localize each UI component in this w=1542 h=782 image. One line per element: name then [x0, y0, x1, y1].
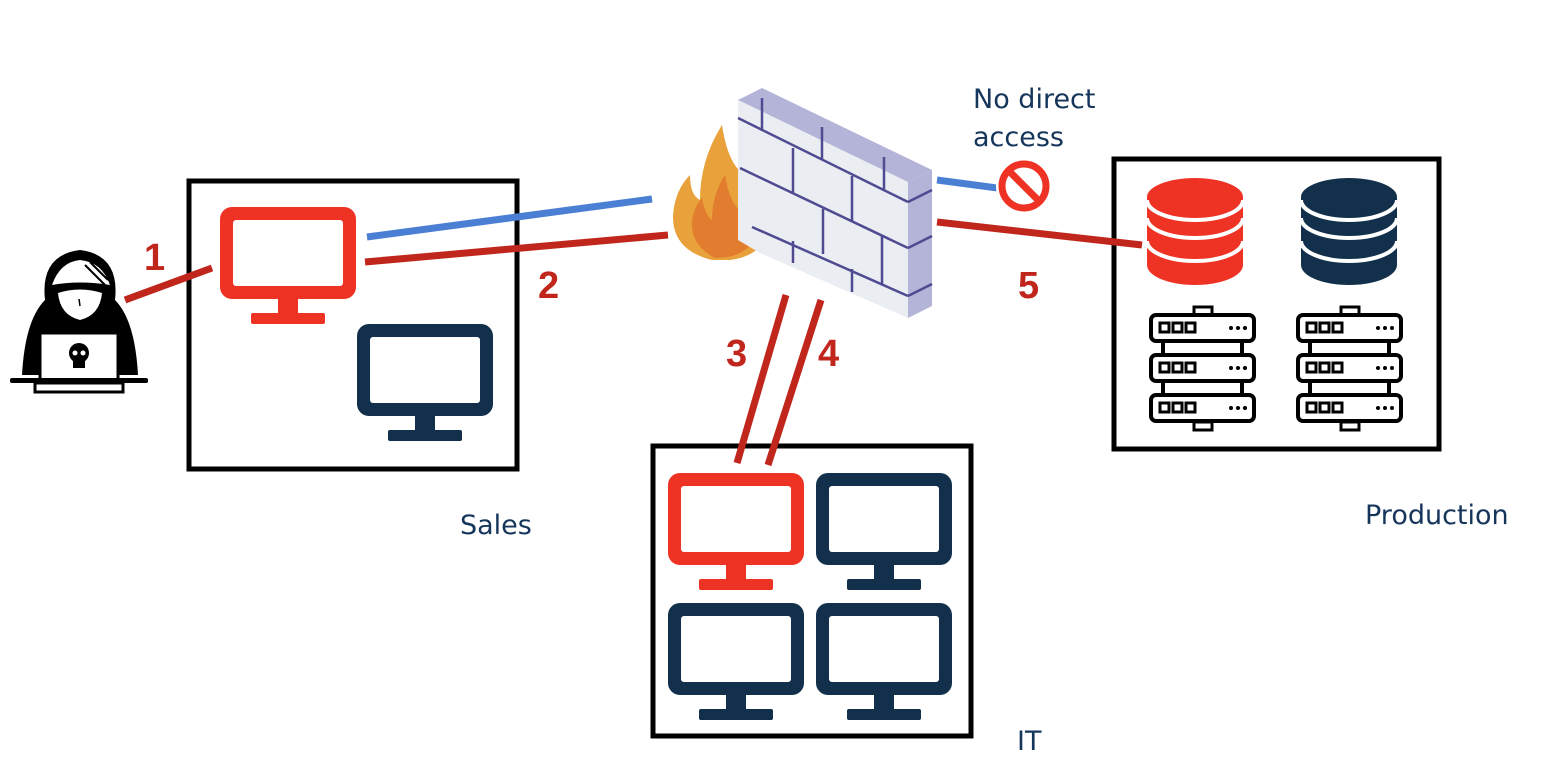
sales-zone-box [186, 178, 520, 472]
allowed-connection-sales-firewall [366, 195, 653, 241]
attack-path-3 [733, 294, 790, 464]
production-zone-box [1111, 156, 1442, 452]
firewall-icon [737, 88, 933, 318]
attack-path-4 [764, 298, 825, 467]
attack-path-1 [123, 264, 214, 304]
firewall-note-line2: access [973, 122, 1064, 153]
it-zone-box [650, 443, 974, 739]
step-5-label: 5 [1018, 265, 1039, 307]
step-2-label: 2 [538, 265, 559, 307]
it-normal-monitor-icon [816, 603, 952, 720]
step-3-label: 3 [726, 333, 747, 375]
no-entry-icon [996, 158, 1052, 214]
it-label: IT [1017, 726, 1042, 757]
sales-compromised-monitor-icon [220, 207, 356, 324]
attack-path-5 [936, 218, 1143, 249]
step-1-label: 1 [144, 237, 165, 279]
database-normal-icon [1299, 178, 1399, 285]
it-compromised-monitor-icon [668, 473, 804, 590]
server-rack-icon [1149, 305, 1256, 432]
firewall-note-line1: No direct [973, 84, 1096, 115]
it-normal-monitor-icon [816, 473, 952, 590]
hacker-icon [10, 250, 148, 394]
database-compromised-icon [1145, 178, 1245, 285]
it-normal-monitor-icon [668, 603, 804, 720]
production-label: Production [1365, 500, 1509, 531]
sales-label: Sales [460, 510, 532, 541]
server-rack-icon [1296, 305, 1403, 432]
attack-path-2 [364, 231, 669, 266]
sales-normal-monitor-icon [357, 324, 493, 441]
step-4-label: 4 [818, 333, 839, 375]
